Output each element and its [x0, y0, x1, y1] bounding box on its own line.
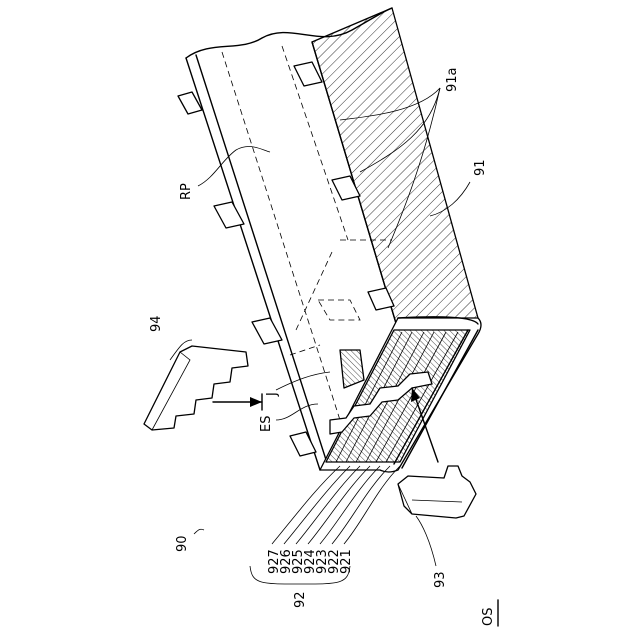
label-j: J [265, 392, 280, 397]
stepped-block-94 [144, 346, 248, 430]
label-92: 92 [293, 591, 308, 608]
stepped-block-93 [398, 466, 476, 518]
label-93: 93 [433, 571, 448, 588]
label-921: 921 [339, 549, 354, 574]
laminate-stack [326, 330, 470, 462]
label-os: OS [481, 608, 496, 626]
label-es: ES [259, 416, 274, 432]
label-90: 90 [175, 535, 190, 552]
label-91: 91 [473, 159, 488, 176]
label-rp: RP [179, 183, 194, 200]
label-91a: 91a [445, 67, 460, 92]
label-94: 94 [149, 315, 164, 332]
